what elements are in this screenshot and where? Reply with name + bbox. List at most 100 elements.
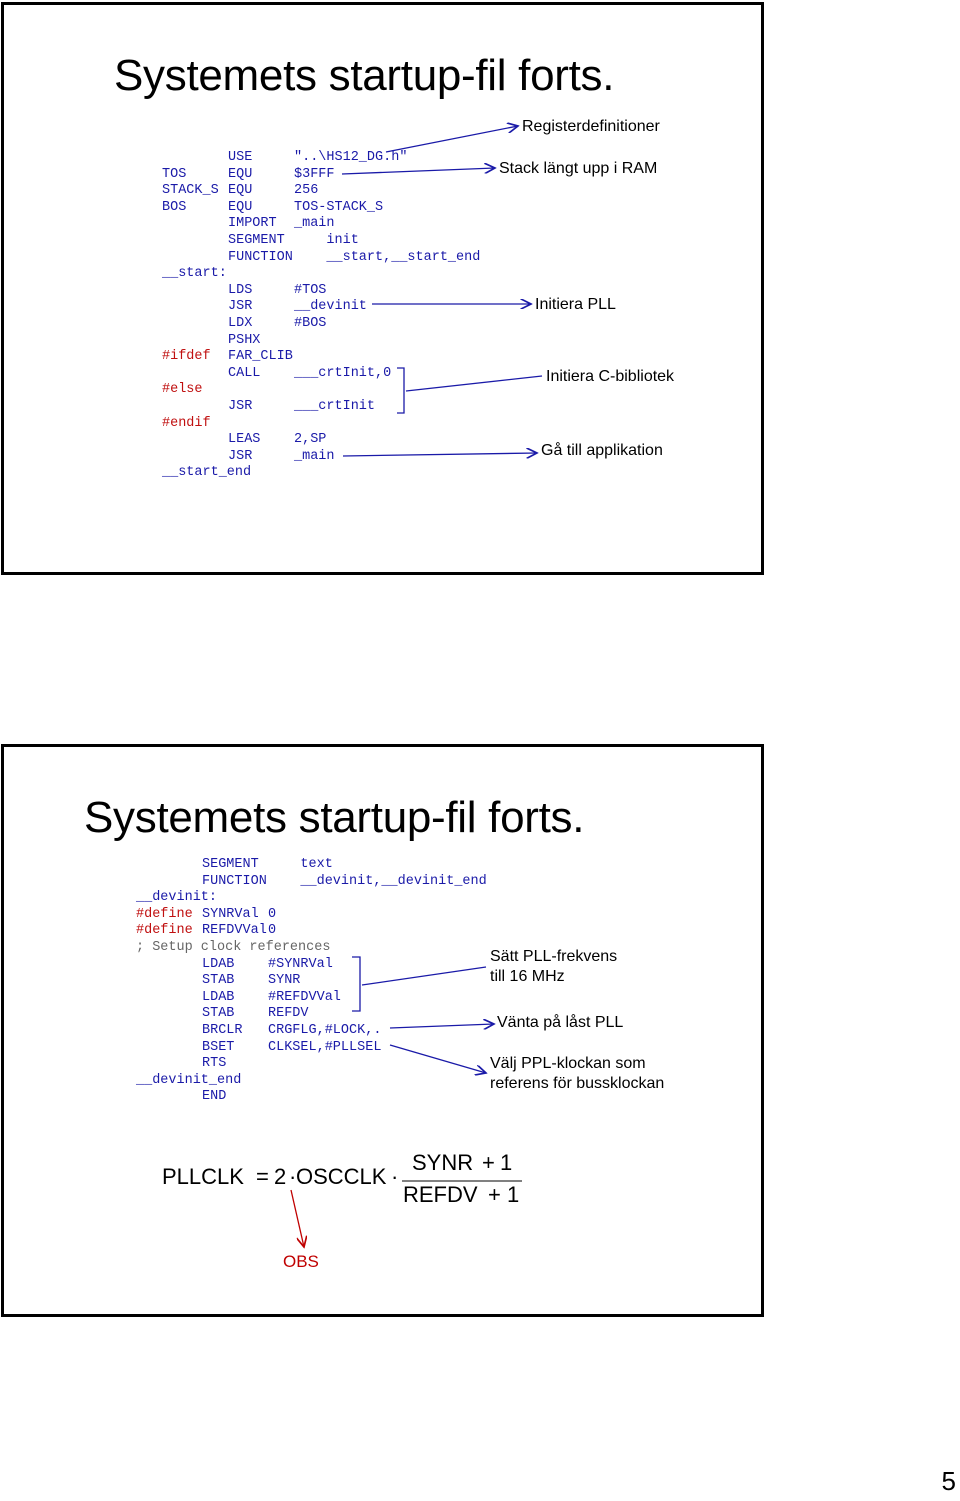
note-init-clib: Initiera C-bibliotek: [546, 368, 675, 385]
note-goto-app: Gå till applikation: [541, 442, 663, 459]
code-op: LDX: [228, 315, 253, 331]
code-op: USE: [228, 150, 253, 165]
code-arg: _main: [294, 216, 335, 232]
line-clib: [405, 375, 543, 392]
code-label: __devinit:: [136, 890, 218, 906]
code-op: SYNRVal: [202, 906, 259, 922]
code-op: LDS: [228, 282, 253, 298]
code-arg: 0: [268, 906, 277, 922]
code-op: LDAB: [202, 956, 235, 972]
code-op: JSR: [228, 398, 253, 414]
formula-dot2: ·: [391, 1164, 399, 1189]
code-arg: REFDV: [268, 1006, 309, 1022]
code-op: RTS: [202, 1056, 227, 1072]
code-op: EQU: [228, 166, 253, 182]
code-op: FUNCTION: [228, 249, 293, 265]
arrow-wait-lock: [389, 1024, 494, 1028]
slide-2: Systemets startup-fil forts. SEGMENT tex…: [1, 744, 764, 1317]
code-op: STAB: [202, 973, 235, 989]
formula-num-plus: +: [482, 1150, 495, 1175]
slide-title: Systemets startup-fil forts.: [114, 51, 615, 100]
code-op: END: [202, 1089, 227, 1105]
code-arg: ___crtInit: [294, 398, 376, 414]
note-select-line1: Välj PPL-klockan som: [490, 1055, 646, 1072]
formula-equals: =: [256, 1164, 269, 1189]
code-label: BOS: [162, 199, 187, 215]
code-label: __start_end: [162, 465, 252, 481]
code-op: LEAS: [228, 432, 261, 448]
obs-label: OBS: [283, 1252, 319, 1271]
code-op: FUNCTION: [202, 873, 267, 889]
bracket-clib: [397, 367, 405, 414]
code-arg: text: [268, 857, 333, 872]
code-op: BSET: [202, 1039, 235, 1055]
code-arg: "..\HS12_DG.h": [294, 150, 408, 165]
code-arg: TOS-STACK_S: [294, 199, 384, 215]
formula-lhs: PLLCLK: [162, 1164, 244, 1189]
code-op: PSHX: [228, 332, 261, 348]
code-op: IMPORT: [228, 216, 277, 232]
formula-denominator: REFDV: [403, 1182, 478, 1207]
code-arg: __start,__start_end: [294, 249, 481, 265]
slide-title: Systemets startup-fil forts.: [84, 793, 585, 842]
code-label: ; Setup clock references: [136, 939, 331, 955]
formula-dot1: ·: [289, 1164, 297, 1189]
note-wait-lock: Vänta på låst PLL: [497, 1014, 624, 1031]
formula-num-one: 1: [500, 1150, 513, 1175]
code-op: REFDVVal: [202, 923, 267, 939]
code-op: BRCLR: [202, 1022, 243, 1038]
code-op: SEGMENT: [202, 857, 259, 872]
formula-numerator: SYNR: [412, 1150, 474, 1175]
arrow-registers: [385, 126, 518, 153]
code-arg: CLKSEL,#PLLSEL: [268, 1039, 382, 1055]
code-label: #define: [136, 906, 193, 922]
slide-1: Systemets startup-fil forts. USE "..\HS12…: [1, 2, 764, 575]
page-number: 5: [941, 1466, 956, 1496]
code-arg: 256: [294, 183, 319, 199]
code-arg: 0: [268, 923, 277, 939]
annotation-arrows: [290, 956, 522, 1320]
code-op: EQU: [228, 199, 253, 215]
bracket-set-pll: [352, 956, 361, 1012]
arrow-select-clock: [389, 1044, 486, 1073]
note-registers: Registerdefinitioner: [522, 118, 660, 135]
code-arg: __devinit,__devinit_end: [268, 873, 487, 889]
formula-den-one: 1: [507, 1182, 520, 1207]
code-label: #else: [162, 382, 203, 398]
code-op: LDAB: [202, 989, 235, 1005]
code-label: #ifdef: [162, 349, 211, 365]
note-stack: Stack längt upp i RAM: [499, 160, 658, 177]
code-arg: ___crtInit,0: [294, 365, 392, 381]
code-arg: #BOS: [294, 315, 327, 331]
code-op: STAB: [202, 1006, 235, 1022]
code-arg: _main: [294, 448, 335, 464]
note-init-pll: Initiera PLL: [535, 296, 616, 313]
code-op: FAR_CLIB: [228, 349, 293, 365]
formula-factor: 2: [274, 1164, 287, 1189]
code-label: TOS: [162, 166, 187, 182]
code-arg: #SYNRVal: [268, 956, 333, 972]
code-arg: $3FFF: [294, 166, 335, 182]
note-select-clock: Välj PPL-klockan som referens för busskl…: [490, 1054, 664, 1094]
code-arg: 2,SP: [294, 432, 327, 448]
line-set-pll: [361, 966, 487, 986]
code-arg: CRGFLG,#LOCK,.: [268, 1022, 382, 1038]
code-arg: #REFDVVal: [268, 989, 341, 1005]
code-label: __devinit_end: [136, 1072, 242, 1088]
code-op: CALL: [228, 365, 261, 381]
code-label: __start:: [162, 266, 227, 282]
arrow-stack: [341, 168, 495, 175]
note-set-pll: Sätt PLL-frekvens till 16 MHz: [490, 947, 617, 987]
arrow-obs: [290, 1189, 304, 1247]
code-arg: init: [294, 232, 359, 248]
annotation-arrows: [341, 5, 543, 578]
code-arg: SYNR: [268, 973, 301, 989]
arrow-goto-app: [342, 453, 537, 456]
formula-den-plus: +: [488, 1182, 501, 1207]
code-op: SEGMENT: [228, 232, 285, 248]
note-set-pll-line2: till 16 MHz: [490, 968, 565, 985]
note-set-pll-line1: Sätt PLL-frekvens: [490, 948, 618, 965]
code-arg: __devinit: [294, 299, 367, 315]
note-select-line2: referens för bussklockan: [490, 1075, 665, 1092]
code-op: EQU: [228, 183, 253, 199]
